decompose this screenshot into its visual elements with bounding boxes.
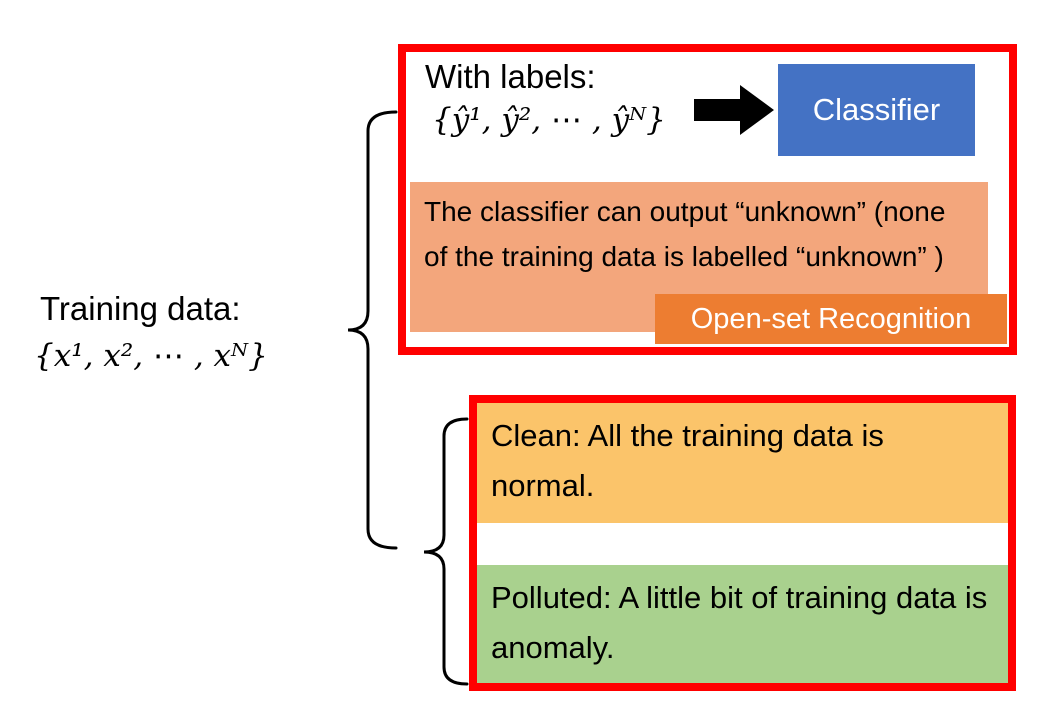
with-labels-text: With labels:	[425, 58, 596, 95]
curly-brace-icon	[347, 110, 398, 550]
right-block-arrow-icon	[694, 85, 774, 135]
labels-math: {ŷ¹, ŷ², ⋯ , ŷᴺ}	[432, 102, 666, 138]
curly-brace-icon	[423, 417, 469, 686]
classifier-label: Classifier	[812, 92, 941, 127]
training-data-label: Training data:	[40, 290, 241, 327]
classifier-node: Classifier	[778, 64, 975, 156]
open-set-recognition-box: With labels: {ŷ¹, ŷ², ⋯ , ŷᴺ} Classifier…	[398, 44, 1017, 355]
training-variants-box: Clean: All the training data is normal. …	[469, 395, 1016, 691]
open-set-recognition-tag-label: Open-set Recognition	[690, 302, 972, 335]
clean-data-note: Clean: All the training data is normal.	[477, 403, 1008, 523]
open-set-recognition-tag: Open-set Recognition	[655, 294, 1007, 344]
training-data-math: {x¹, x², ⋯ , xᴺ}	[34, 338, 268, 374]
polluted-data-note: Polluted: A little bit of training data …	[477, 565, 1008, 683]
